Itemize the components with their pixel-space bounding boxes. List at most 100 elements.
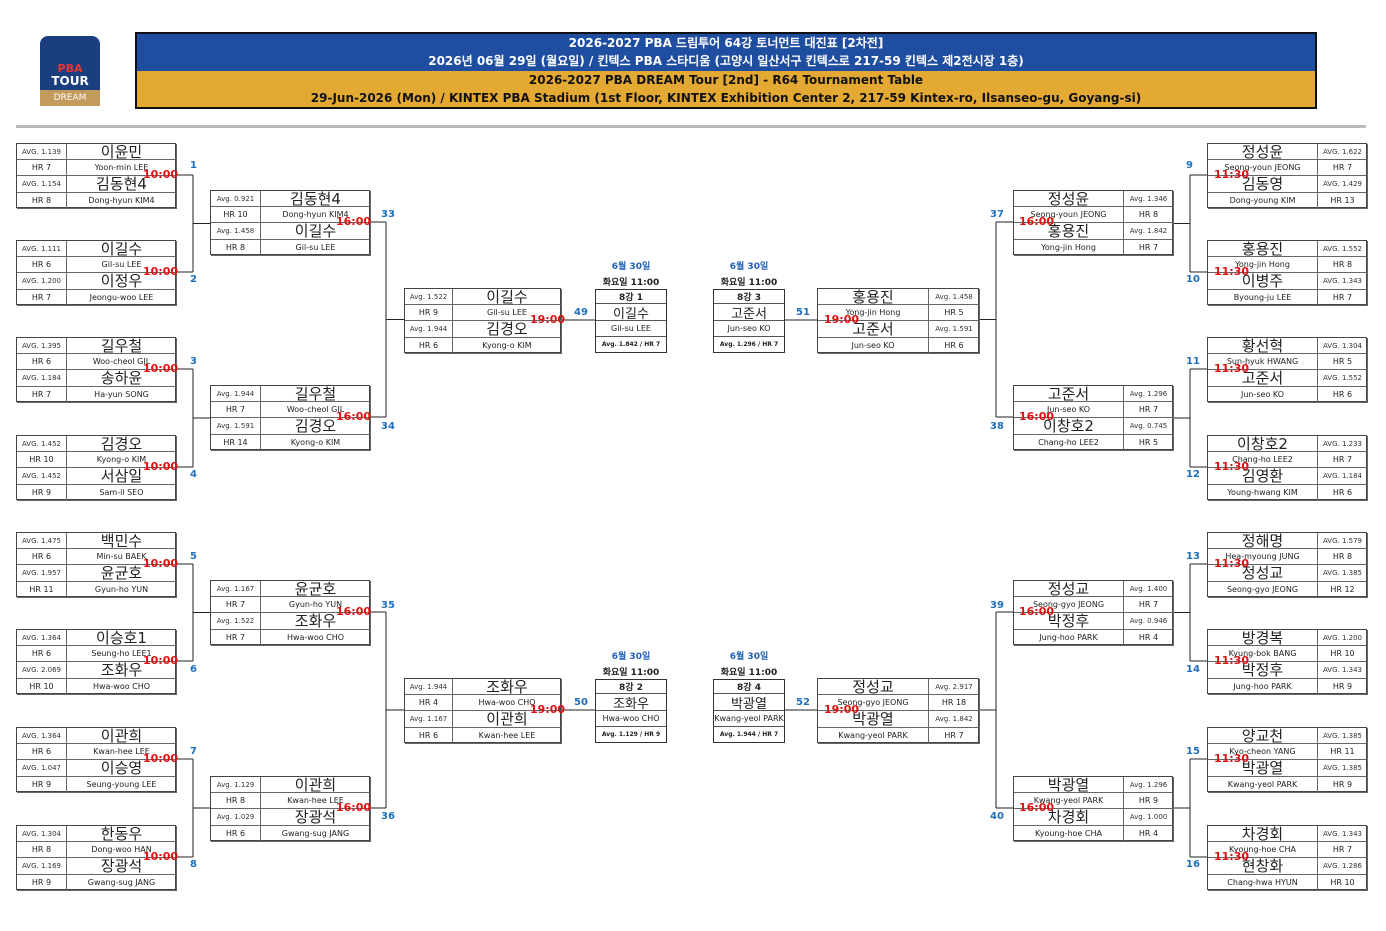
player-name-korean: 박정후 bbox=[1014, 613, 1124, 630]
match-number: 34 bbox=[381, 421, 395, 432]
player-average: AVG. 1.233 bbox=[1318, 436, 1368, 453]
player-high-run: HR 6 bbox=[1318, 484, 1368, 501]
player-name-korean: 방경복 bbox=[1208, 630, 1318, 647]
player-name-english: Gil-su LEE bbox=[453, 305, 562, 322]
player-name-korean: 길우철 bbox=[261, 386, 371, 403]
player-average: AVG. 1.111 bbox=[17, 241, 67, 258]
player-name-korean: 장광석 bbox=[261, 809, 371, 826]
quarterfinal-player-english: Kwang-yeol PARK bbox=[714, 711, 784, 727]
player-high-run: HR 7 bbox=[211, 597, 261, 614]
player-average: Avg. 1.944 bbox=[211, 386, 261, 403]
player-average: AVG. 1.343 bbox=[1318, 826, 1368, 843]
match-number: 6 bbox=[190, 664, 197, 675]
player-high-run: HR 7 bbox=[1318, 452, 1368, 469]
player-average: AVG. 1.304 bbox=[17, 826, 67, 843]
player-high-run: HR 4 bbox=[1124, 825, 1174, 842]
player-average: AVG. 1.552 bbox=[1318, 370, 1368, 387]
match-time: 10:00 bbox=[143, 460, 179, 473]
player-average: AVG. 1.184 bbox=[1318, 468, 1368, 485]
player-name-english: Kwan-hee LEE bbox=[261, 793, 371, 810]
player-name-korean: 고준서 bbox=[1014, 386, 1124, 403]
match-time: 16:00 bbox=[336, 605, 372, 618]
player-name-korean: 한동우 bbox=[67, 826, 177, 843]
player-average: AVG. 1.385 bbox=[1318, 760, 1368, 777]
player-average: AVG. 1.475 bbox=[17, 533, 67, 550]
player-average: AVG. 1.429 bbox=[1318, 176, 1368, 193]
player-high-run: HR 9 bbox=[1124, 793, 1174, 810]
player-high-run: HR 7 bbox=[1124, 597, 1174, 614]
match-time: 19:00 bbox=[530, 313, 566, 326]
player-name-korean: 이윤민 bbox=[67, 144, 177, 161]
player-high-run: HR 8 bbox=[211, 793, 261, 810]
player-name-english: Yoon-min LEE bbox=[67, 160, 177, 177]
match-time: 19:00 bbox=[824, 313, 860, 326]
player-high-run: HR 7 bbox=[211, 629, 261, 646]
player-name-english: Chang-ho LEE2 bbox=[1208, 452, 1318, 469]
player-average: Avg. 0.921 bbox=[211, 191, 261, 208]
player-name-korean: 차경회 bbox=[1208, 826, 1318, 843]
player-name-korean: 이길수 bbox=[453, 289, 562, 306]
player-name-english: Young-hwang KIM bbox=[1208, 484, 1318, 501]
player-average: AVG. 1.304 bbox=[1318, 338, 1368, 355]
match-number: 4 bbox=[190, 469, 197, 480]
match-time: 16:00 bbox=[336, 410, 372, 423]
player-average: AVG. 1.622 bbox=[1318, 144, 1368, 161]
match-number: 51 bbox=[796, 307, 810, 318]
quarterfinal-time: 화요일 11:00 bbox=[602, 668, 660, 678]
player-name-english: Seong-youn JEONG bbox=[1208, 160, 1318, 177]
player-average: AVG. 1.957 bbox=[17, 565, 67, 582]
player-name-korean: 김영환 bbox=[1208, 468, 1318, 485]
player-name-korean: 서삼일 bbox=[67, 468, 177, 485]
player-name-english: Sam-il SEO bbox=[67, 484, 177, 501]
player-average: AVG. 1.364 bbox=[17, 630, 67, 647]
player-average: AVG. 1.579 bbox=[1318, 533, 1368, 550]
quarterfinal-stats: Avg. 1.129 / HR 9 bbox=[601, 731, 661, 738]
player-name-english: Hea-myoung JUNG bbox=[1208, 549, 1318, 566]
match-time: 11:30 bbox=[1214, 752, 1250, 765]
match-time: 10:00 bbox=[143, 654, 179, 667]
player-name-korean: 윤균호 bbox=[67, 565, 177, 582]
player-name-korean: 이정우 bbox=[67, 273, 177, 290]
match-time: 16:00 bbox=[336, 801, 372, 814]
player-high-run: HR 11 bbox=[17, 581, 67, 598]
player-name-english: Kyong-o KIM bbox=[453, 337, 562, 354]
player-high-run: HR 9 bbox=[17, 484, 67, 501]
player-average: Avg. 1.296 bbox=[1124, 777, 1174, 794]
quarterfinal-player-english: Gil-su LEE bbox=[596, 321, 666, 337]
player-name-korean: 정성교 bbox=[1014, 581, 1124, 598]
player-name-english: Gwang-sug JANG bbox=[67, 874, 177, 891]
player-name-english: Yong-jin Hong bbox=[1014, 239, 1124, 256]
player-average: Avg. 1.522 bbox=[405, 289, 453, 306]
player-high-run: HR 5 bbox=[1124, 434, 1174, 451]
player-name-english: Hwa-woo CHO bbox=[261, 629, 371, 646]
player-name-korean: 김경오 bbox=[453, 321, 562, 338]
match-time: 11:30 bbox=[1214, 460, 1250, 473]
player-name-korean: 송하윤 bbox=[67, 370, 177, 387]
player-average: Avg. 1.591 bbox=[211, 418, 261, 435]
player-name-korean: 홍용진 bbox=[1014, 223, 1124, 240]
match-number: 35 bbox=[381, 600, 395, 611]
player-name-english: Gyun-ho YUN bbox=[261, 597, 371, 614]
player-high-run: HR 7 bbox=[211, 402, 261, 419]
player-name-english: Ha-yun SONG bbox=[67, 386, 177, 403]
title-korean: 2026-2027 PBA 드림투어 64강 토너먼트 대진표 [2차전] bbox=[568, 36, 884, 50]
player-name-english: Gil-su LEE bbox=[261, 239, 371, 256]
player-name-korean: 이관희 bbox=[67, 728, 177, 745]
match-time: 16:00 bbox=[1019, 605, 1055, 618]
match-time: 10:00 bbox=[143, 752, 179, 765]
player-high-run: HR 10 bbox=[17, 452, 67, 469]
quarterfinal-title: 8강 1 bbox=[596, 290, 666, 304]
player-high-run: HR 4 bbox=[405, 695, 453, 712]
player-high-run: HR 6 bbox=[405, 337, 453, 354]
player-average: AVG. 1.343 bbox=[1318, 273, 1368, 290]
quarterfinal-time: 화요일 11:00 bbox=[720, 668, 778, 678]
player-name-korean: 차경회 bbox=[1014, 809, 1124, 826]
player-high-run: HR 9 bbox=[17, 874, 67, 891]
player-name-korean: 장광석 bbox=[67, 858, 177, 875]
